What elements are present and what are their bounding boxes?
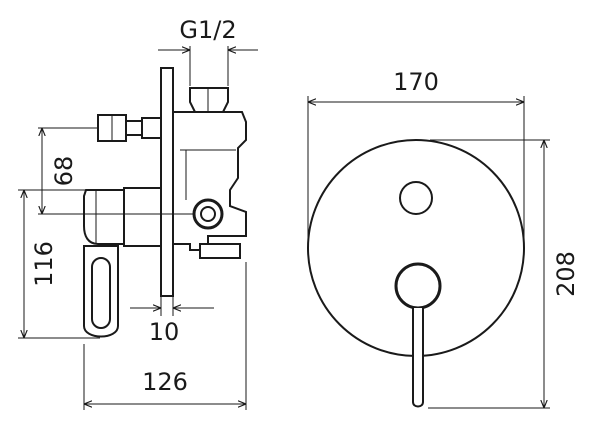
wall-plate xyxy=(160,67,174,297)
lever-handle-side xyxy=(83,245,119,338)
dim-plate-diameter-label: 170 xyxy=(393,68,439,96)
dimension-handle-height: 116 xyxy=(18,189,100,339)
dim-total-depth-label: 126 xyxy=(142,368,188,396)
dimension-total-depth: 126 xyxy=(83,262,247,410)
top-connector xyxy=(189,87,229,115)
dimension-plate-diameter: 170 xyxy=(307,68,525,240)
front-view xyxy=(307,139,525,408)
dimension-plate-gap: 10 xyxy=(130,296,214,346)
side-view xyxy=(83,67,247,338)
handle-housing xyxy=(83,189,125,245)
dim-handle-height-label: 116 xyxy=(30,241,58,287)
valve-body xyxy=(172,111,247,251)
side-inlet xyxy=(97,114,162,142)
diverter-knob-front xyxy=(399,181,433,215)
dimension-inlet-offset: 68 xyxy=(38,127,194,215)
dimension-thread: G1/2 xyxy=(158,16,258,86)
dim-thread-label: G1/2 xyxy=(179,16,236,44)
lever-handle-front xyxy=(394,262,442,408)
dim-inlet-offset-label: 68 xyxy=(50,156,78,187)
dim-plate-gap-label: 10 xyxy=(149,318,180,346)
dimension-plate-height: 208 xyxy=(428,139,580,409)
dim-plate-height-label: 208 xyxy=(552,251,580,297)
diverter-knob-side xyxy=(192,198,224,230)
